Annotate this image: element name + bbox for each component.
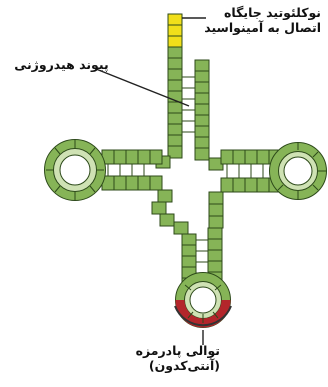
hydrogen-bond-label: پیوند هیدروژنی — [14, 57, 109, 72]
acceptor-site-label: نوکلئوتید جایگاه اتصال به آمینواسید — [205, 5, 321, 35]
central-junction — [156, 146, 223, 170]
t-arm-hydrogen-bonds — [227, 164, 275, 178]
anticodon-label: توالی پادرمزه (آنتی‌کدون) — [150, 343, 220, 373]
anticodon-hydrogen-bonds — [196, 240, 208, 273]
anticodon-label-line1: توالی پادرمزه — [150, 343, 220, 358]
anticodon-loop — [175, 277, 231, 325]
t-loop — [274, 142, 326, 199]
acceptor-label-line2: اتصال به آمینواسید — [205, 20, 321, 35]
variable-loop — [152, 190, 223, 234]
acceptor-stem-right-strand — [195, 60, 209, 148]
acceptor-label-line1: نوکلئوتید جایگاه — [205, 5, 321, 20]
acceptor-stem-left-strand — [168, 14, 182, 146]
d-loop — [46, 140, 104, 200]
d-arm-hydrogen-bonds — [108, 164, 144, 176]
anticodon-label-line2: (آنتی‌کدون) — [150, 358, 220, 373]
